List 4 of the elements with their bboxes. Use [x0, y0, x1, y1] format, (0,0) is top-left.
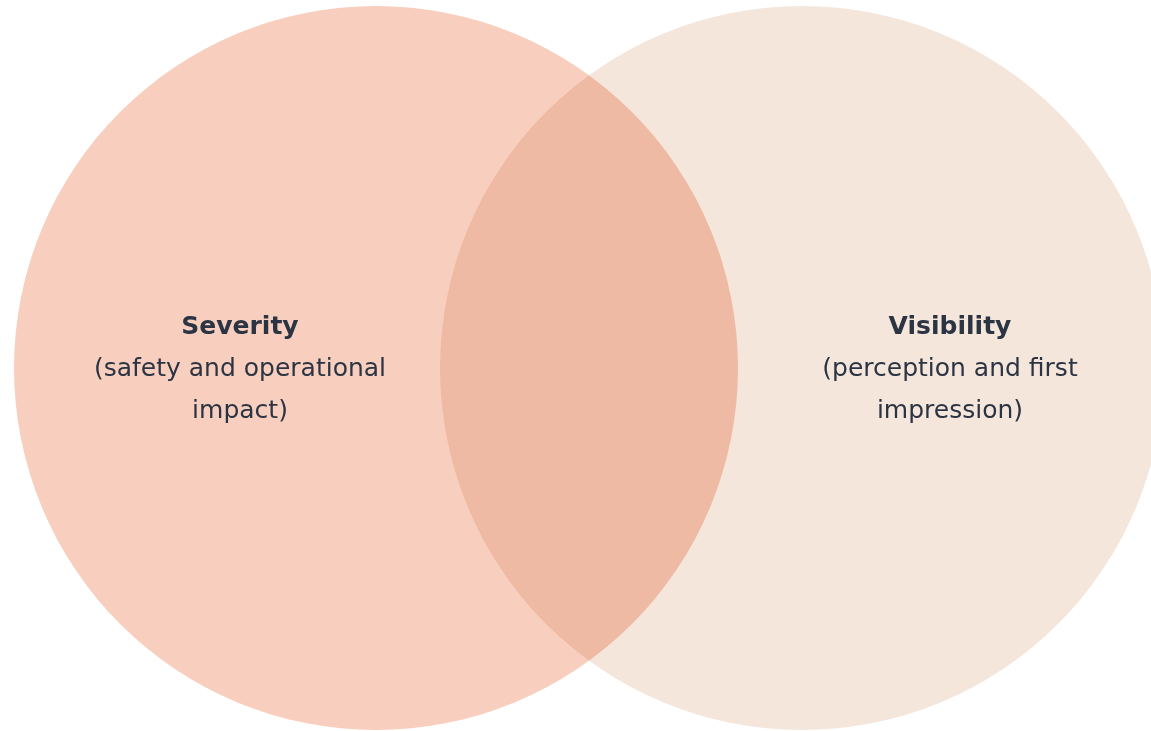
circle-description: (perception and first impression) [821, 352, 1079, 426]
circle-title: Visibility [887, 310, 1013, 342]
circle-description: (safety and operational impact) [92, 352, 388, 426]
circle-title: Severity [180, 310, 300, 342]
